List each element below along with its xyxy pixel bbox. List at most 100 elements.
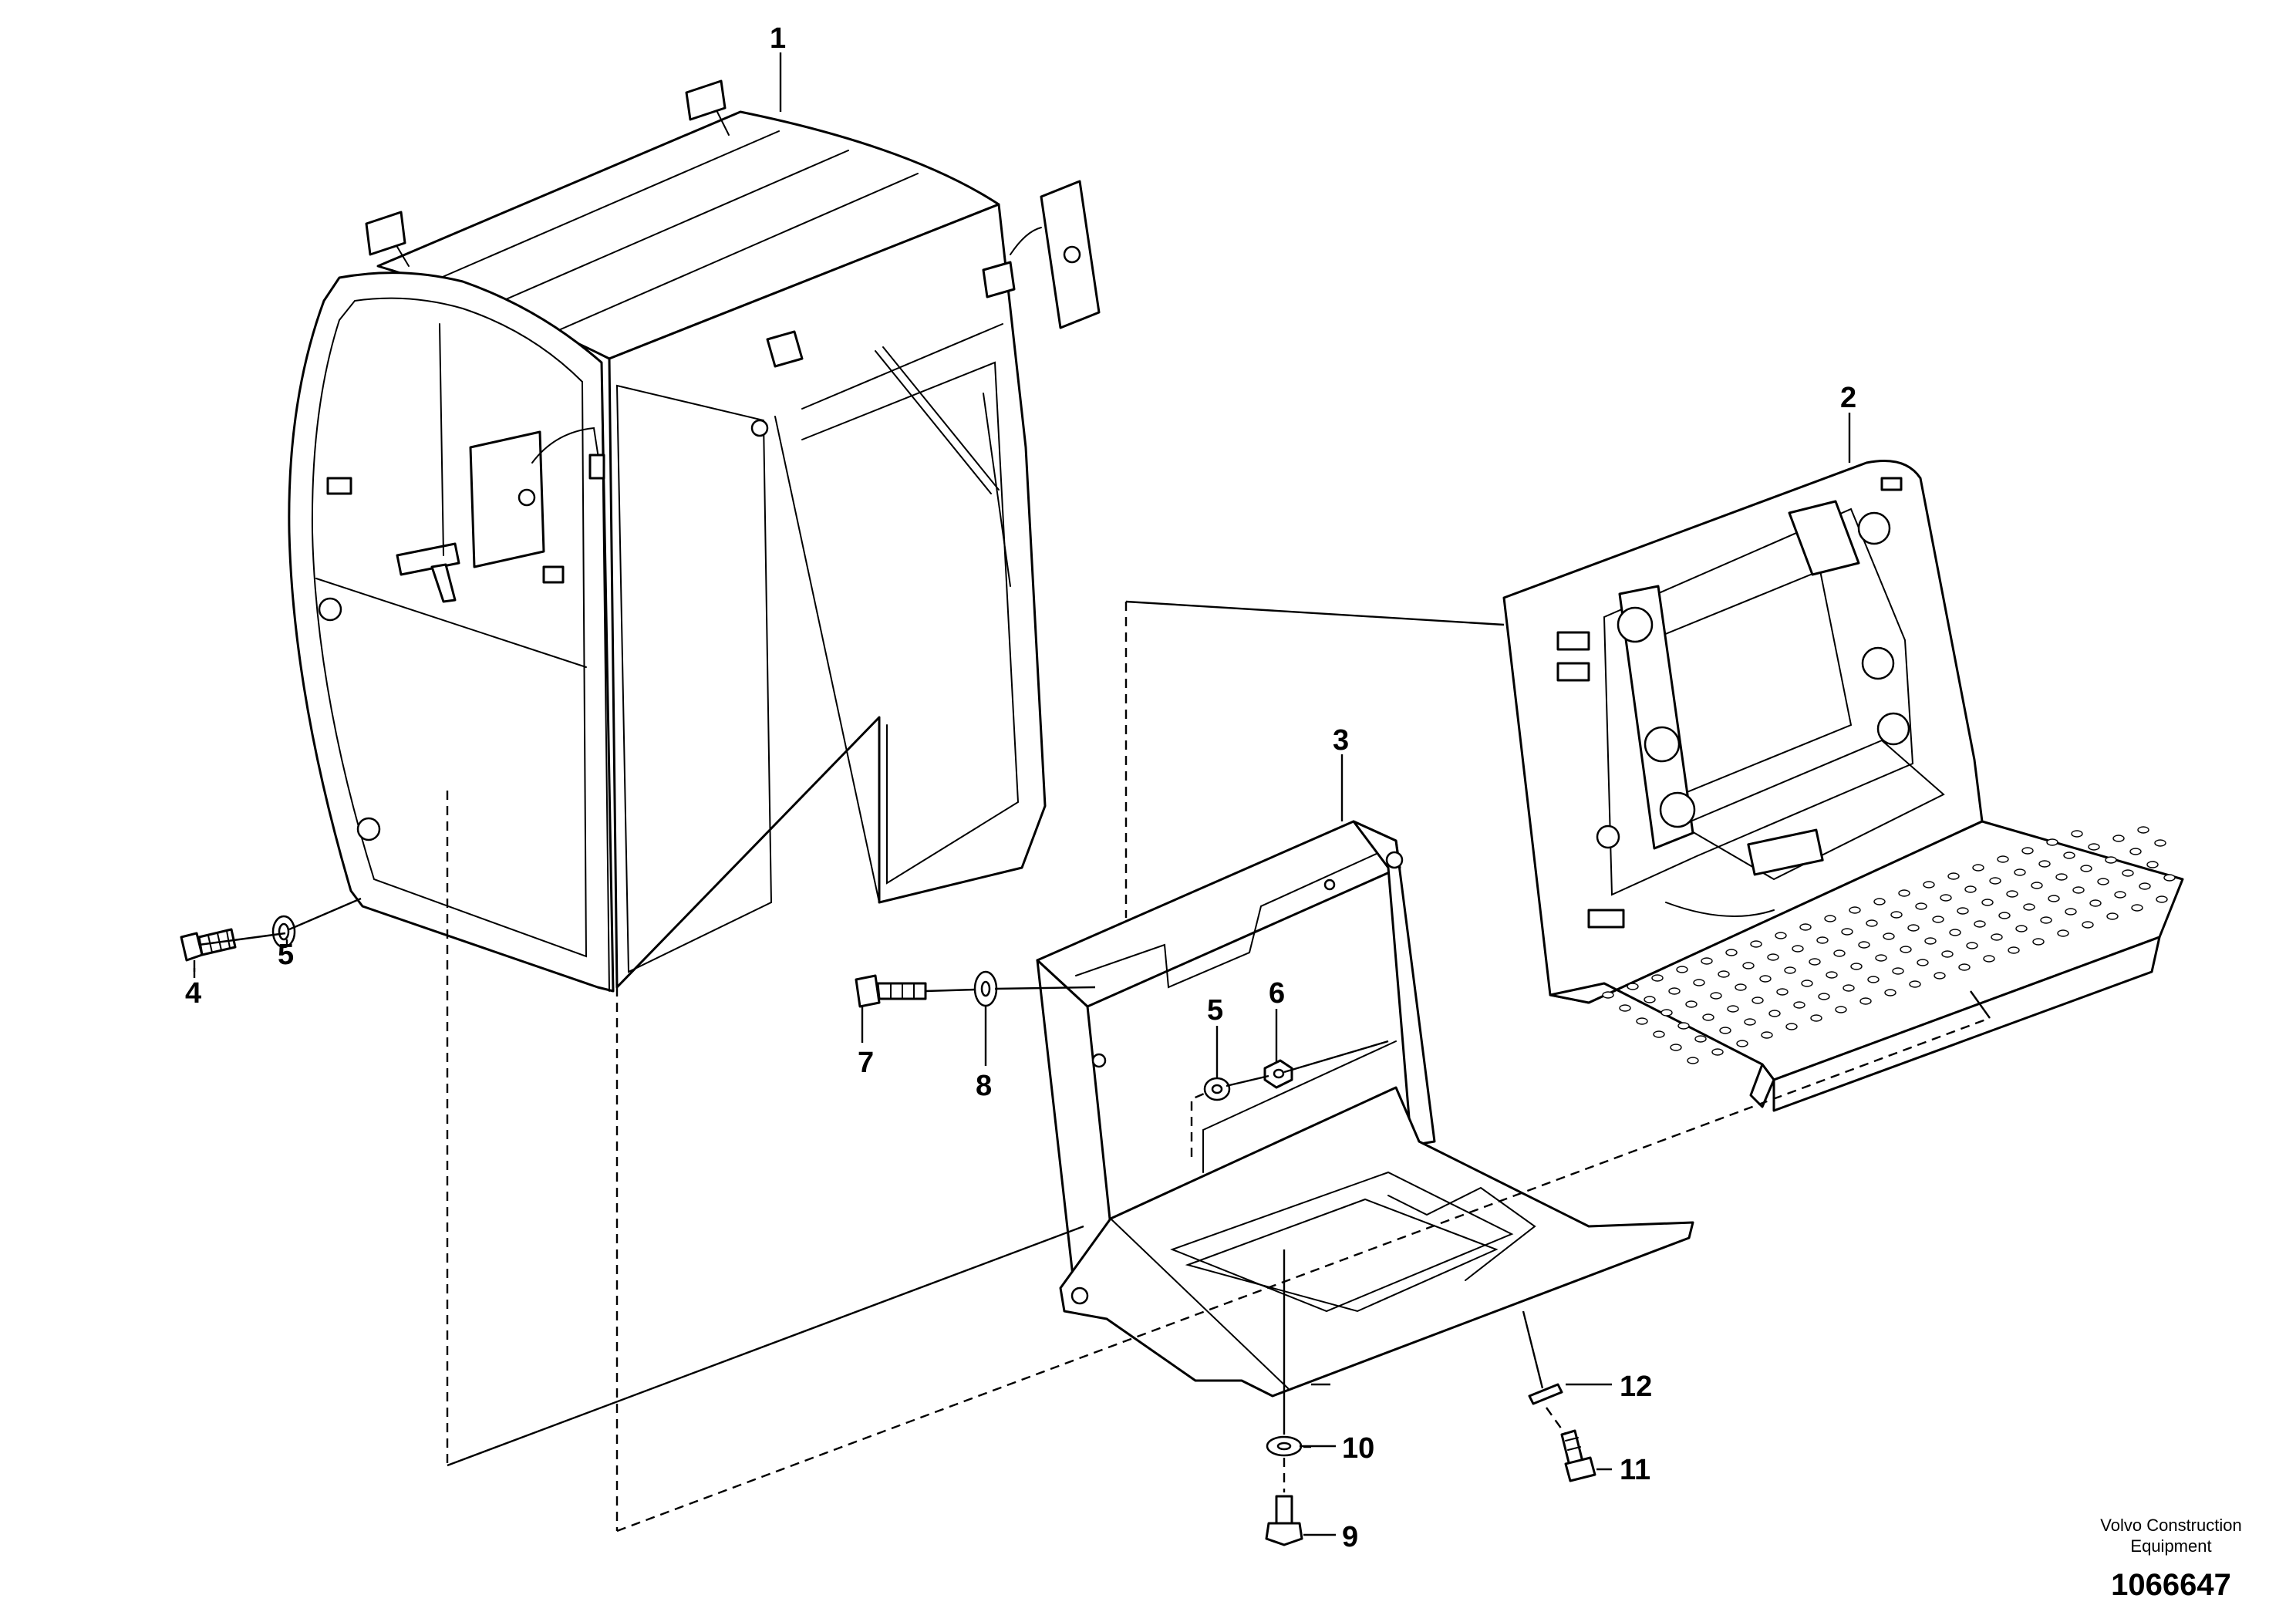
grating-hole xyxy=(1693,979,1705,986)
callout-7: 7 xyxy=(858,1047,874,1079)
grating-hole xyxy=(2106,912,2119,920)
callout-1: 1 xyxy=(770,22,786,55)
grating-hole xyxy=(1810,1014,1822,1022)
grating-hole xyxy=(1644,996,1656,1003)
grating-hole xyxy=(1909,980,1921,988)
grating-hole xyxy=(1997,855,2009,863)
grating-hole xyxy=(1826,971,1838,979)
grating-hole xyxy=(2015,925,2028,932)
grating-hole xyxy=(1917,959,1929,966)
grating-hole xyxy=(2080,865,2092,872)
callout-5-middle: 5 xyxy=(1207,994,1223,1027)
grating-hole xyxy=(2072,886,2085,894)
grating-hole xyxy=(1949,929,1961,936)
grating-hole xyxy=(2065,908,2077,916)
grating-hole xyxy=(1835,1006,1847,1013)
grating-hole xyxy=(2032,938,2045,946)
grating-hole xyxy=(1627,983,1639,990)
grating-hole xyxy=(1776,988,1789,996)
grating-hole xyxy=(1898,889,1910,897)
grating-hole xyxy=(1816,936,1829,944)
grating-hole xyxy=(1983,955,1995,963)
grating-hole xyxy=(2112,835,2125,842)
grating-hole xyxy=(2057,929,2069,937)
grating-hole xyxy=(1602,991,1614,999)
grating-hole xyxy=(2008,946,2020,954)
grating-hole xyxy=(2139,882,2151,890)
callout-labels: 1 2 3 4 5 5 6 7 8 9 10 11 12 xyxy=(185,22,1856,1553)
grating-hole xyxy=(1619,1004,1631,1012)
grating-hole xyxy=(2055,873,2068,881)
grating-hole xyxy=(1941,950,1954,958)
grating-hole xyxy=(2122,869,2134,877)
grating-hole xyxy=(1761,1031,1773,1039)
grating-hole xyxy=(1677,1022,1690,1030)
grating-hole xyxy=(1924,937,1937,945)
grating-hole xyxy=(1932,916,1944,923)
grating-hole xyxy=(1859,997,1872,1005)
grating-hole xyxy=(2129,848,2142,855)
callout-6: 6 xyxy=(1269,977,1285,1010)
washer-part-12 xyxy=(1528,1383,1563,1405)
grating-hole xyxy=(1850,963,1863,970)
grating-hole xyxy=(1801,980,1813,987)
grating-hole xyxy=(1701,957,1713,965)
grating-hole xyxy=(1736,1040,1748,1047)
bolt-part-9 xyxy=(1265,1495,1303,1546)
grating-hole xyxy=(1750,940,1762,948)
grating-hole xyxy=(2163,874,2176,882)
floor-grating xyxy=(1602,826,2176,1064)
grating-hole xyxy=(1890,911,1903,919)
grating-hole xyxy=(1660,1009,1673,1017)
grating-hole xyxy=(1991,933,2003,941)
grating-hole xyxy=(1981,899,1994,906)
grating-hole xyxy=(1651,974,1664,982)
grating-hole xyxy=(2114,891,2126,899)
grating-hole xyxy=(1727,1005,1739,1013)
washer-part-5-middle xyxy=(1203,1077,1231,1101)
grating-hole xyxy=(2063,851,2075,859)
grating-hole xyxy=(2048,895,2060,902)
grating-hole xyxy=(1694,1035,1707,1043)
grating-hole xyxy=(1752,996,1764,1004)
grating-hole xyxy=(1915,902,1927,910)
callout-2: 2 xyxy=(1840,382,1856,414)
grating-hole xyxy=(2105,856,2117,864)
grating-hole xyxy=(1998,912,2011,919)
grating-hole xyxy=(2014,868,2026,876)
grating-hole xyxy=(2156,895,2168,903)
grating-hole xyxy=(1989,877,2001,885)
grating-hole xyxy=(1972,864,1984,872)
company-name-line2: Equipment xyxy=(2130,1536,2211,1556)
grating-hole xyxy=(1670,1044,1682,1051)
grating-hole xyxy=(1818,993,1830,1000)
grating-hole xyxy=(2146,861,2159,868)
grating-hole xyxy=(1892,967,1904,975)
grating-hole xyxy=(1676,966,1688,973)
grating-hole xyxy=(1964,885,1977,893)
grating-hole xyxy=(1809,958,1821,966)
nut-part-6 xyxy=(1263,1059,1293,1089)
grating-hole xyxy=(1858,941,1870,949)
grating-hole xyxy=(2088,843,2100,851)
grating-hole xyxy=(1719,1027,1731,1034)
callout-4: 4 xyxy=(185,977,201,1010)
washer-part-5-left xyxy=(271,915,296,949)
grating-hole xyxy=(2038,860,2051,868)
grating-hole xyxy=(1702,1013,1714,1021)
grating-hole xyxy=(1843,984,1855,992)
grating-hole xyxy=(1934,972,1946,980)
callout-5-left: 5 xyxy=(278,939,294,971)
console-part-2 xyxy=(1502,460,2184,1112)
callout-3: 3 xyxy=(1333,724,1349,757)
grating-hole xyxy=(1653,1030,1665,1038)
cab-part-1 xyxy=(288,79,1101,993)
grating-hole xyxy=(1711,1048,1724,1056)
grating-hole xyxy=(2154,839,2166,847)
callout-number-leaders xyxy=(193,939,1278,1078)
assembly-lines xyxy=(198,600,1991,1533)
grating-hole xyxy=(2082,921,2094,929)
grating-hole xyxy=(1725,949,1738,956)
grating-hole xyxy=(1742,962,1755,969)
